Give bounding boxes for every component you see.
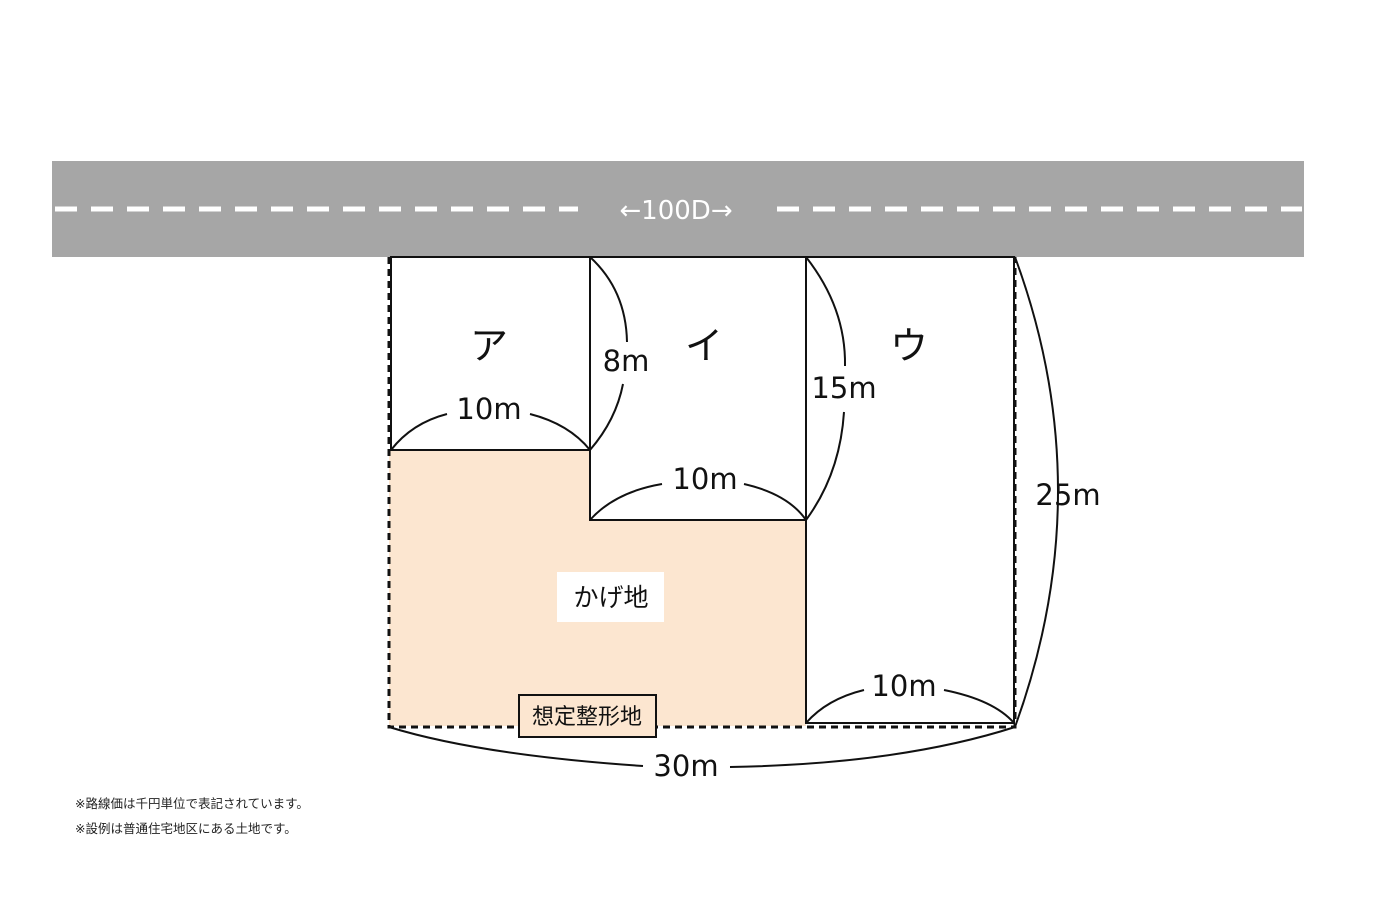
arc-i-width-right	[743, 483, 807, 521]
footnote-district: ※設例は普通住宅地区にある土地です。	[75, 821, 297, 836]
lot-a-label: ア	[470, 324, 508, 368]
dim-u-width: 10m	[871, 669, 936, 703]
arc-u-depth-bottom	[805, 411, 845, 521]
dim-a-width: 10m	[456, 392, 521, 426]
shadow-land-label-box	[557, 572, 664, 622]
arc-i-width-left	[589, 483, 663, 521]
arc-total-depth	[1014, 256, 1059, 728]
arc-u-depth-top	[805, 256, 847, 367]
arc-total-width-left	[388, 726, 644, 767]
arc-i-depth-top	[589, 256, 628, 343]
dim-i-depth: 8m	[603, 344, 650, 378]
dim-total-depth: 25m	[1035, 478, 1100, 512]
road-value-label: ←100D→	[619, 196, 732, 226]
arc-a-width-left	[390, 413, 448, 451]
assumed-regular-lot-label: 想定整形地	[532, 705, 642, 730]
dim-total-width: 30m	[653, 749, 718, 783]
lot-i-label: イ	[685, 324, 723, 368]
arc-u-width-left	[805, 689, 865, 724]
arc-i-depth-bottom	[589, 383, 624, 451]
dim-u-depth: 15m	[811, 371, 876, 405]
shadow-land-label: かげ地	[573, 583, 648, 612]
road	[52, 161, 1304, 257]
dim-i-width: 10m	[672, 462, 737, 496]
arc-a-width-right	[529, 413, 591, 451]
arc-u-width-right	[943, 689, 1015, 724]
footnote-route-price: ※路線価は千円単位で表記されています。	[75, 796, 309, 811]
lot-u-label: ウ	[890, 324, 928, 368]
dimension-arcs	[388, 256, 1059, 768]
assumed-regular-lot-outline	[387, 257, 1017, 729]
arc-total-width-right	[729, 726, 1016, 768]
assumed-regular-lot-label-box	[518, 694, 657, 738]
